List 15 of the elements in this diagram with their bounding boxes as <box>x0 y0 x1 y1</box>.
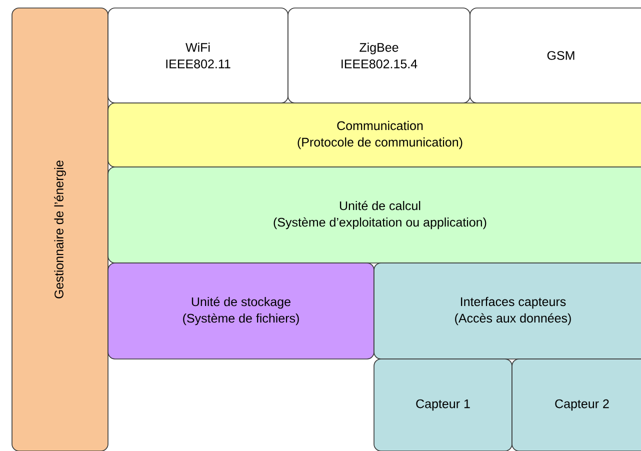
side-band: Gestionnaire de l’énergie <box>12 8 108 451</box>
node-label: ZigBee <box>360 42 398 54</box>
layer-box: Unité de stockage (Système de fichiers) <box>108 262 374 360</box>
layer-box: Capteur 2 <box>512 358 641 451</box>
layer-box: Unité de calcul (Système d’exploitation ou application) <box>108 166 641 264</box>
layer-box: GSM <box>470 8 641 104</box>
node-label: IEEE802.15.4 <box>342 60 418 68</box>
node-label: WiFi <box>186 42 210 52</box>
layer-box: ZigBee IEEE802.15.4 <box>288 8 470 104</box>
layer-box: WiFi IEEE802.11 <box>108 8 288 104</box>
layer-box: Capteur 1 <box>374 358 512 451</box>
node-label: Capteur 1 <box>416 399 470 411</box>
layer-box: Communication (Protocole de communication) <box>108 102 641 168</box>
layer-box: Interfaces capteurs (Accès aux données) <box>374 262 641 360</box>
node-label: IEEE802.11 <box>166 60 230 68</box>
